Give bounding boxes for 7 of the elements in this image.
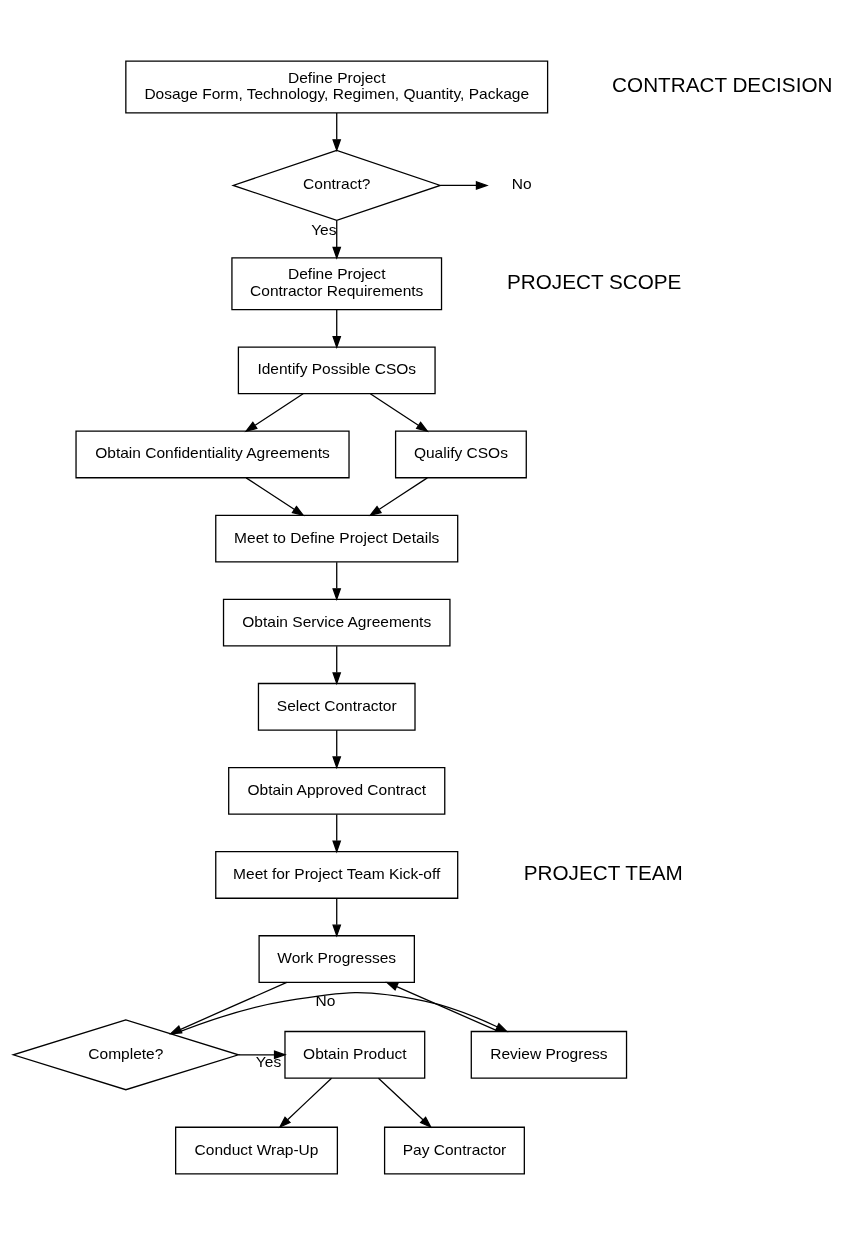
edge-label: No <box>315 991 336 1009</box>
edge-label: Yes <box>255 1052 282 1070</box>
label: PROJECT SCOPE <box>507 269 682 293</box>
label: PROJECT TEAM <box>523 860 683 884</box>
edge-label: Yes <box>311 220 337 238</box>
node-text: No <box>511 174 532 192</box>
label: CONTRACT DECISION <box>612 72 833 96</box>
